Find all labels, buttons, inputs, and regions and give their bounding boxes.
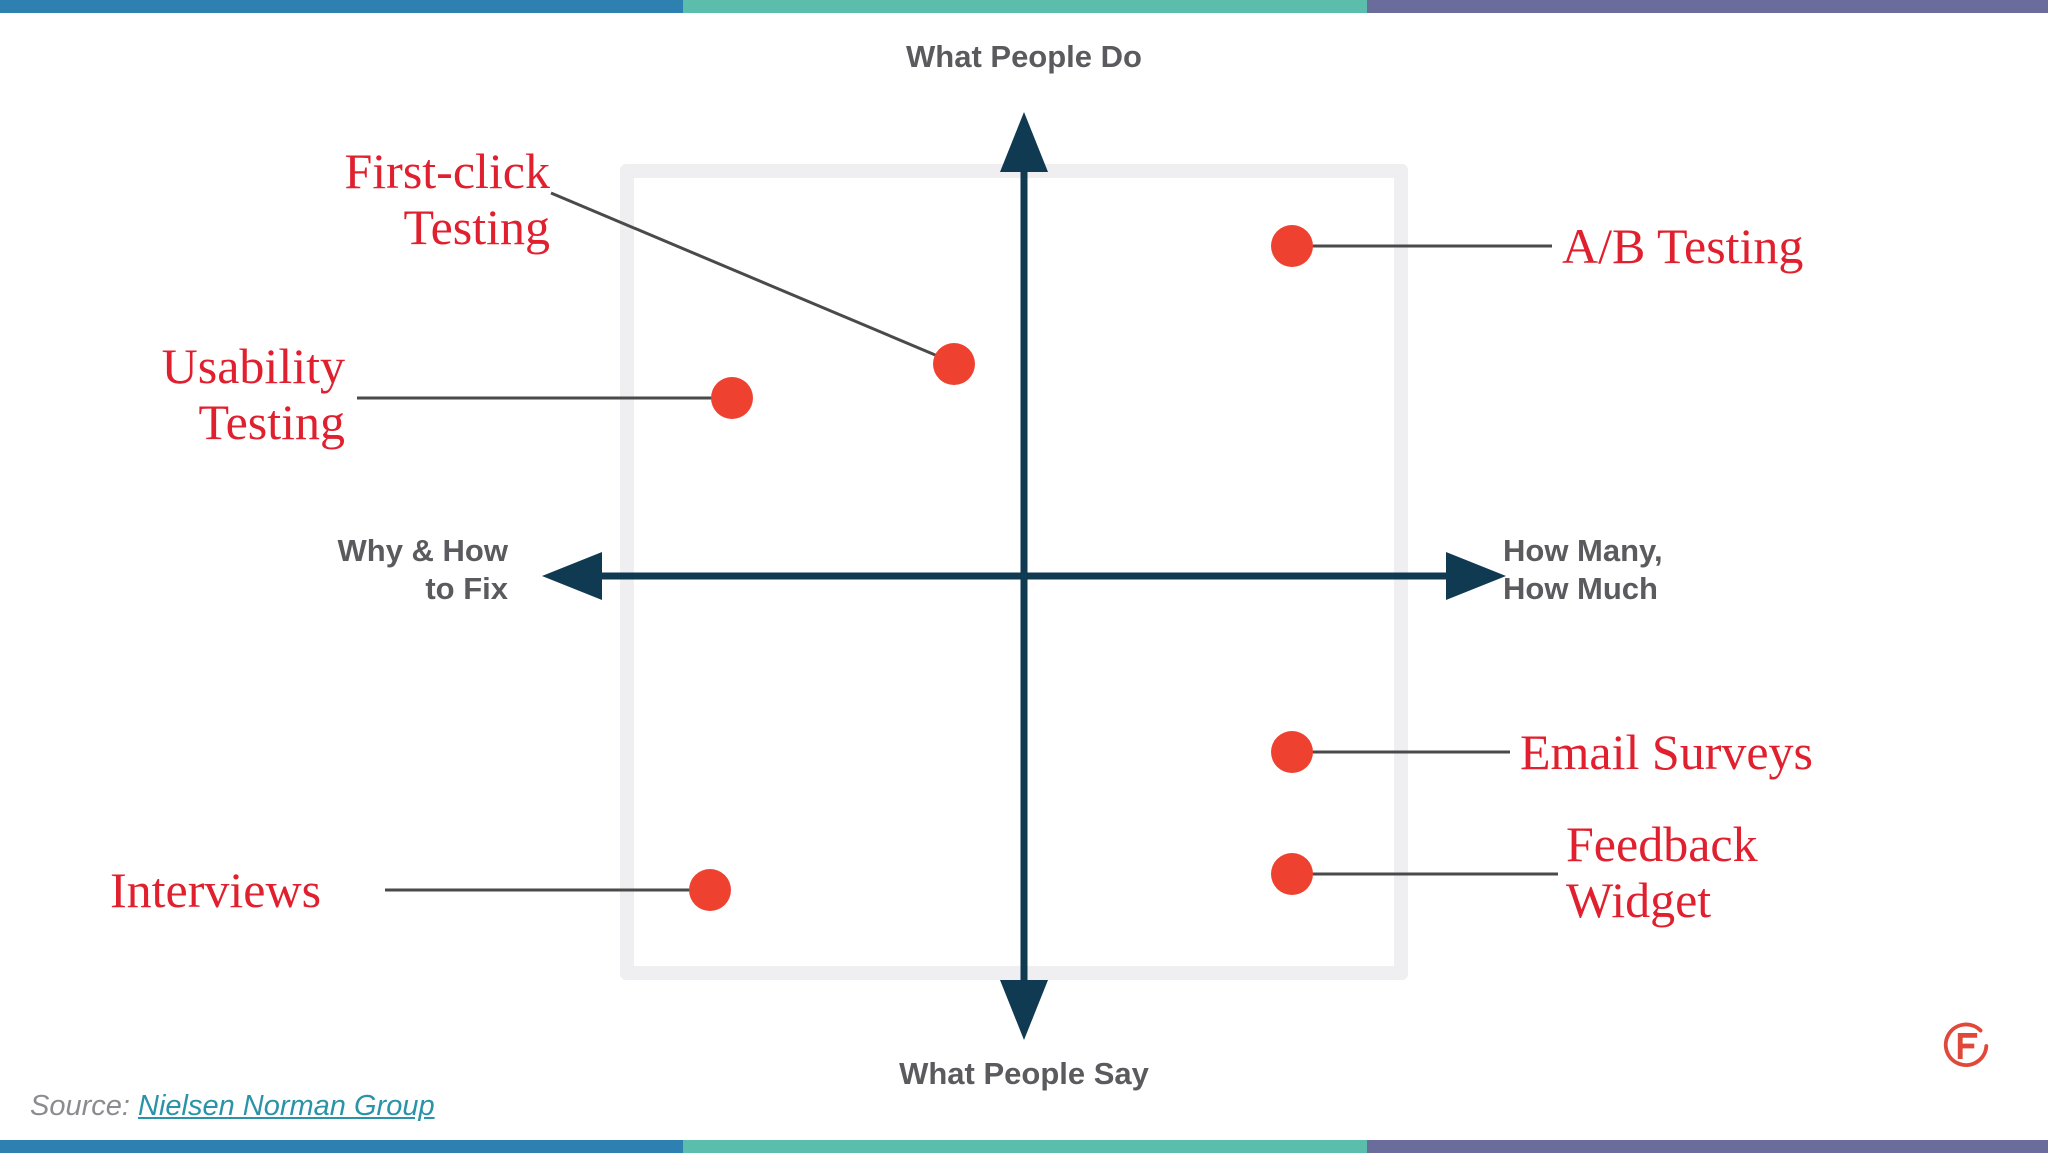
bar-segment-teal-bottom <box>683 1140 1367 1153</box>
bottom-color-bar <box>0 1140 2048 1153</box>
top-color-bar <box>0 0 2048 13</box>
brand-logo-f-icon <box>1943 1022 1989 1067</box>
label-first-click-testing: First-click Testing <box>344 143 550 255</box>
label-email-surveys: Email Surveys <box>1520 724 1814 780</box>
data-point-interviews[interactable] <box>689 869 731 911</box>
axis-label-left: Why & How to Fix <box>337 533 509 606</box>
source-link[interactable]: Nielsen Norman Group <box>138 1090 435 1122</box>
quadrant-frame <box>620 164 1408 980</box>
label-feedback-widget: Feedback Widget <box>1566 816 1758 928</box>
source-note: Source: Nielsen Norman Group <box>30 1090 435 1123</box>
data-point-email-surveys[interactable] <box>1271 731 1313 773</box>
data-point-ab-testing[interactable] <box>1271 225 1313 267</box>
source-prefix: Source: <box>30 1090 130 1122</box>
bar-segment-blue-bottom <box>0 1140 683 1153</box>
data-point-feedback-widget[interactable] <box>1271 853 1313 895</box>
axis-label-bottom: What People Say <box>899 1056 1149 1091</box>
label-usability-testing: Usability Testing <box>161 338 345 450</box>
data-point-first-click-testing[interactable] <box>933 343 975 385</box>
axis-label-right: How Many, How Much <box>1503 533 1663 606</box>
bar-segment-blue <box>0 0 683 13</box>
data-point-usability-testing[interactable] <box>711 377 753 419</box>
bar-segment-teal <box>683 0 1367 13</box>
axis-label-top: What People Do <box>906 39 1142 74</box>
label-ab-testing: A/B Testing <box>1562 218 1804 274</box>
bar-segment-purple <box>1367 0 2048 13</box>
bar-segment-purple-bottom <box>1367 1140 2048 1153</box>
label-interviews: Interviews <box>110 862 322 918</box>
